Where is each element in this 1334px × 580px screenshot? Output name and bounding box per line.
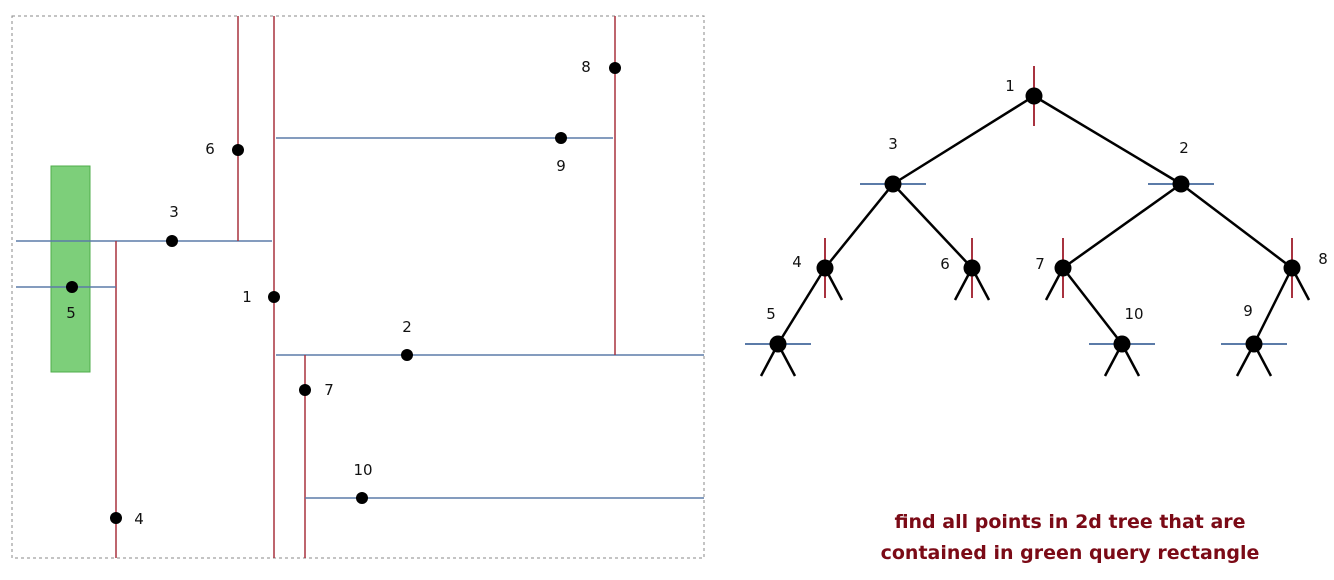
plane-point-label-6: 6 <box>205 140 215 158</box>
plane-point-label-5: 5 <box>66 304 76 322</box>
tree-node-label-7: 7 <box>1035 255 1045 273</box>
tree-node-label-3: 3 <box>888 135 898 153</box>
caption-line-1: find all points in 2d tree that are <box>894 511 1246 533</box>
tree-node-5 <box>769 335 787 353</box>
tree-node-8 <box>1283 259 1301 277</box>
plane-point-4 <box>110 512 122 524</box>
tree-edge-1-3 <box>892 94 1035 186</box>
tree-edge-4-5 <box>776 267 827 345</box>
tree-node-6 <box>963 259 981 277</box>
plane-points: 1 2 3 4 5 6 7 8 9 10 <box>66 58 621 528</box>
plane-point-label-8: 8 <box>581 58 591 76</box>
plane-point-label-1: 1 <box>242 288 252 306</box>
tree-nodes: 1 3 2 4 6 7 8 5 10 9 <box>745 66 1328 353</box>
plane-point-label-7: 7 <box>324 381 334 399</box>
tree-panel: 1 3 2 4 6 7 8 5 10 9 <box>745 66 1328 377</box>
tree-edge-2-7 <box>1062 182 1182 270</box>
tree-edge-1-2 <box>1033 94 1182 186</box>
tree-node-1 <box>1025 87 1043 105</box>
tree-edge-2-8 <box>1180 183 1293 269</box>
tree-node-label-9: 9 <box>1243 302 1253 320</box>
tree-node-9 <box>1245 335 1263 353</box>
plane-point-5 <box>66 281 78 293</box>
tree-node-label-8: 8 <box>1318 250 1328 268</box>
plane-point-8 <box>609 62 621 74</box>
tree-node-label-2: 2 <box>1179 139 1189 157</box>
tree-node-label-10: 10 <box>1124 305 1143 323</box>
plane-point-3 <box>166 235 178 247</box>
caption-line-2: contained in green query rectangle <box>880 542 1260 564</box>
tree-edge-3-6 <box>892 183 973 269</box>
plane-point-9 <box>555 132 567 144</box>
plane-point-10 <box>356 492 368 504</box>
tree-node-2 <box>1172 175 1190 193</box>
tree-edge-3-4 <box>824 183 894 269</box>
tree-node-10 <box>1113 335 1131 353</box>
plane-point-1 <box>268 291 280 303</box>
tree-edge-8-9 <box>1252 267 1294 345</box>
plane-point-6 <box>232 144 244 156</box>
plane-panel: 1 2 3 4 5 6 7 8 9 10 <box>11 15 705 559</box>
plane-point-label-9: 9 <box>556 157 566 175</box>
query-rectangle <box>50 165 91 373</box>
caption: find all points in 2d tree that are cont… <box>840 507 1300 569</box>
plane-point-label-10: 10 <box>353 461 372 479</box>
plane-point-label-2: 2 <box>402 318 412 336</box>
plane-point-label-4: 4 <box>134 510 144 528</box>
tree-edge-7-10 <box>1062 267 1123 345</box>
tree-node-3 <box>884 175 902 193</box>
tree-edges <box>759 94 1311 377</box>
tree-node-4 <box>816 259 834 277</box>
tree-node-7 <box>1054 259 1072 277</box>
plane-point-7 <box>299 384 311 396</box>
plane-frame <box>11 15 705 559</box>
tree-node-label-1: 1 <box>1005 77 1015 95</box>
tree-node-label-6: 6 <box>940 255 950 273</box>
tree-node-label-5: 5 <box>766 305 776 323</box>
tree-node-label-4: 4 <box>792 253 802 271</box>
plane-point-2 <box>401 349 413 361</box>
plane-point-label-3: 3 <box>169 203 179 221</box>
